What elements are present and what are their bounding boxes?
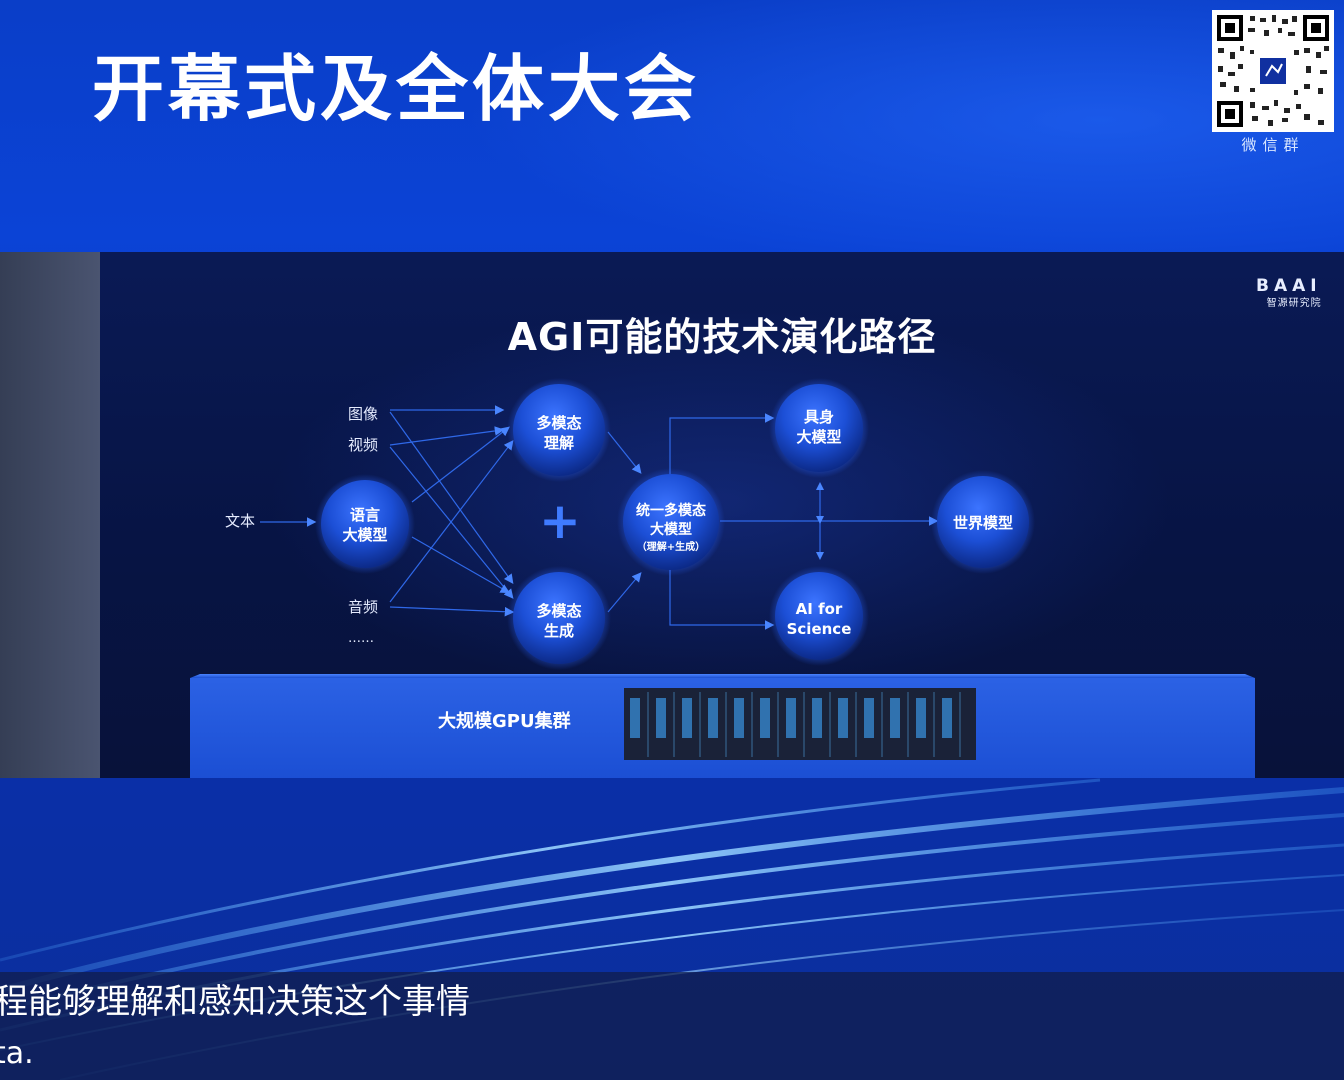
node-unified-multimodal: 统一多模态 大模型 （理解+生成） [617, 468, 725, 576]
node-embodied-model: 具身 大模型 [769, 378, 869, 478]
diagram-arrows [260, 405, 939, 630]
qr-code-label: 微信群 [1241, 136, 1305, 154]
arrow-audio-to-generation [389, 606, 515, 617]
input-text: 文本 [225, 512, 255, 530]
baai-logo-mark: BAAI [1256, 276, 1322, 296]
node-mm-generation-line2: 生成 [544, 622, 574, 640]
baai-logo-name: 智源研究院 [1266, 298, 1322, 309]
arrow-generation-to-unified [607, 572, 642, 613]
arrow-image-to-generation [389, 411, 514, 584]
node-multimodal-understanding: 多模态 理解 [507, 378, 611, 482]
arrow-understanding-to-unified [607, 431, 642, 474]
node-ai-science-line1: AI for [796, 600, 843, 618]
subtitle-bar [0, 972, 1344, 1080]
gpu-cluster-label: 大规模GPU集群 [438, 711, 571, 732]
node-language-model: 语言 大模型 [315, 474, 415, 574]
node-language-model-line2: 大模型 [342, 526, 387, 544]
arrow-llm-to-understanding [411, 426, 510, 503]
plus-sign: + [539, 492, 581, 550]
wechat-qr-code[interactable] [1212, 10, 1334, 132]
node-ai-science-line2: Science [787, 620, 852, 638]
node-unified-line3: （理解+生成） [637, 540, 705, 553]
node-mm-understanding-line1: 多模态 [536, 414, 581, 432]
input-image: 图像 [348, 405, 378, 423]
input-video: 视频 [348, 436, 378, 454]
node-multimodal-generation: 多模态 生成 [507, 566, 611, 670]
node-world-model-label: 世界模型 [953, 514, 1013, 532]
input-audio: 音频 [348, 598, 378, 616]
node-world-model: 世界模型 [931, 470, 1035, 574]
page-title: 开幕式及全体大会 [92, 47, 701, 131]
arrow-llm-to-generation [411, 536, 511, 594]
arrow-audio-to-understanding [389, 440, 514, 603]
qr-code-icon [1212, 10, 1334, 132]
arrow-video-to-understanding [389, 426, 505, 446]
node-embodied-line2: 大模型 [796, 428, 841, 446]
input-more: …… [348, 631, 374, 646]
node-mm-generation-line1: 多模态 [536, 602, 581, 620]
node-ai-for-science: AI for Science [769, 566, 869, 666]
agi-pathway-diagram: 图像 视频 文本 音频 …… 语言 大模型 多模态 理解 + 多模态 生成 统一… [190, 378, 1255, 778]
presentation-slide: AGI可能的技术演化路径 BAAI 智源研究院 [100, 252, 1344, 778]
node-unified-line1: 统一多模态 [636, 502, 706, 519]
screen-left-edge [0, 252, 100, 778]
slide-title: AGI可能的技术演化路径 [507, 315, 937, 359]
arrow-unified-to-aiscience [669, 568, 775, 630]
node-unified-line2: 大模型 [650, 521, 692, 538]
node-language-model-line1: 语言 [350, 506, 380, 524]
gpu-server-racks [624, 688, 976, 760]
baai-logo: BAAI 智源研究院 [1256, 276, 1322, 309]
node-mm-understanding-line2: 理解 [544, 434, 574, 452]
subtitle-chinese: 程能够理解和感知决策这个事情 [0, 982, 470, 1022]
arrow-unified-to-embodied [669, 413, 775, 477]
subtitle-english: ta. [0, 1036, 34, 1071]
node-embodied-line1: 具身 [804, 408, 834, 426]
